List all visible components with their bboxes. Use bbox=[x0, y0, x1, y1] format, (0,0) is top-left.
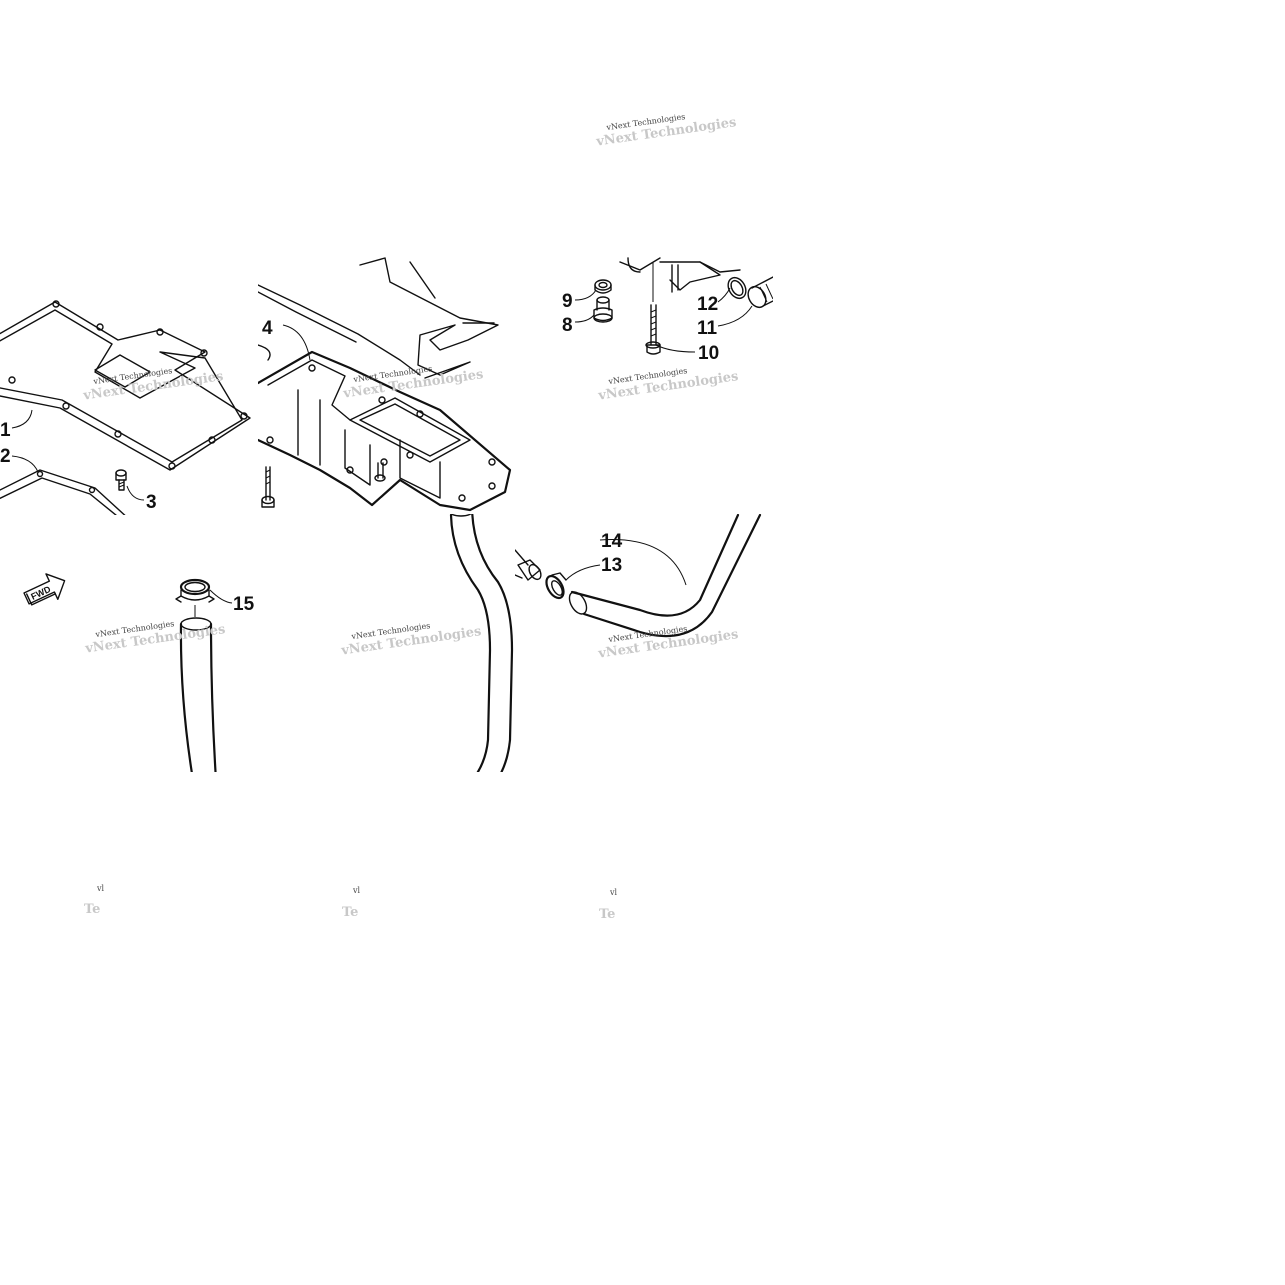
svg-text:Te: Te bbox=[599, 907, 615, 922]
spring-clamp bbox=[175, 578, 215, 617]
o-ring bbox=[727, 276, 747, 300]
strainer-gasket bbox=[0, 469, 126, 515]
svg-text:vl: vl bbox=[96, 884, 105, 893]
oil-pan-gasket-upper-inner bbox=[0, 309, 243, 463]
panel-clamp-hose-left: FWD 15 bbox=[23, 573, 255, 772]
watermarks: vNext Technologies vNext Technologies vN… bbox=[81, 112, 739, 922]
svg-text:vl: vl bbox=[609, 888, 618, 897]
svg-text:Te: Te bbox=[84, 902, 100, 917]
oil-pan-body bbox=[258, 350, 512, 512]
oil-pan-bolt-bosses bbox=[266, 364, 496, 502]
hose-fitting-pipe bbox=[515, 549, 542, 581]
drain-plug bbox=[593, 296, 613, 323]
panel-oil-pan: 4 bbox=[258, 257, 512, 512]
callout-12: 12 bbox=[697, 294, 718, 315]
oil-pan-bolt bbox=[261, 466, 275, 508]
callout-3: 3 bbox=[146, 492, 157, 513]
oil-pan-bolt-2 bbox=[374, 462, 386, 482]
callout-1: 1 bbox=[0, 420, 11, 441]
hose-fitting bbox=[747, 276, 773, 309]
gasket-bolt-holes bbox=[8, 300, 248, 470]
callout-13: 13 bbox=[601, 555, 622, 576]
oil-hose-right bbox=[568, 514, 762, 638]
drain-plug-washer bbox=[594, 279, 612, 294]
callout-8: 8 bbox=[562, 315, 573, 336]
callout-9: 9 bbox=[562, 291, 573, 312]
drain-bolt-small bbox=[115, 469, 127, 491]
panel-hose-center bbox=[449, 514, 514, 772]
panel-clamp-hose-right: 14 13 bbox=[515, 514, 762, 638]
callout-10: 10 bbox=[698, 343, 719, 364]
callout-11: 11 bbox=[697, 318, 718, 339]
oil-pan-gasket-upper bbox=[0, 301, 251, 471]
svg-text:Te: Te bbox=[342, 905, 358, 920]
partial-watermark: vl Te vl Te vl Te bbox=[84, 884, 618, 922]
callout-2: 2 bbox=[0, 446, 11, 467]
callout-15: 15 bbox=[233, 594, 255, 615]
svg-text:vl: vl bbox=[352, 886, 361, 895]
callout-4: 4 bbox=[262, 318, 273, 339]
callout-14: 14 bbox=[601, 531, 623, 552]
hose-clamp bbox=[545, 572, 567, 600]
panel-gaskets: 1 2 3 bbox=[0, 300, 251, 515]
panel-drain-plug: 9 8 10 11 12 bbox=[562, 257, 773, 364]
forward-direction-arrow: FWD bbox=[23, 573, 66, 606]
gasket-top-plate bbox=[359, 257, 499, 379]
oil-hose-center bbox=[449, 514, 492, 772]
hose-left bbox=[179, 617, 217, 772]
long-bolt bbox=[645, 262, 661, 355]
